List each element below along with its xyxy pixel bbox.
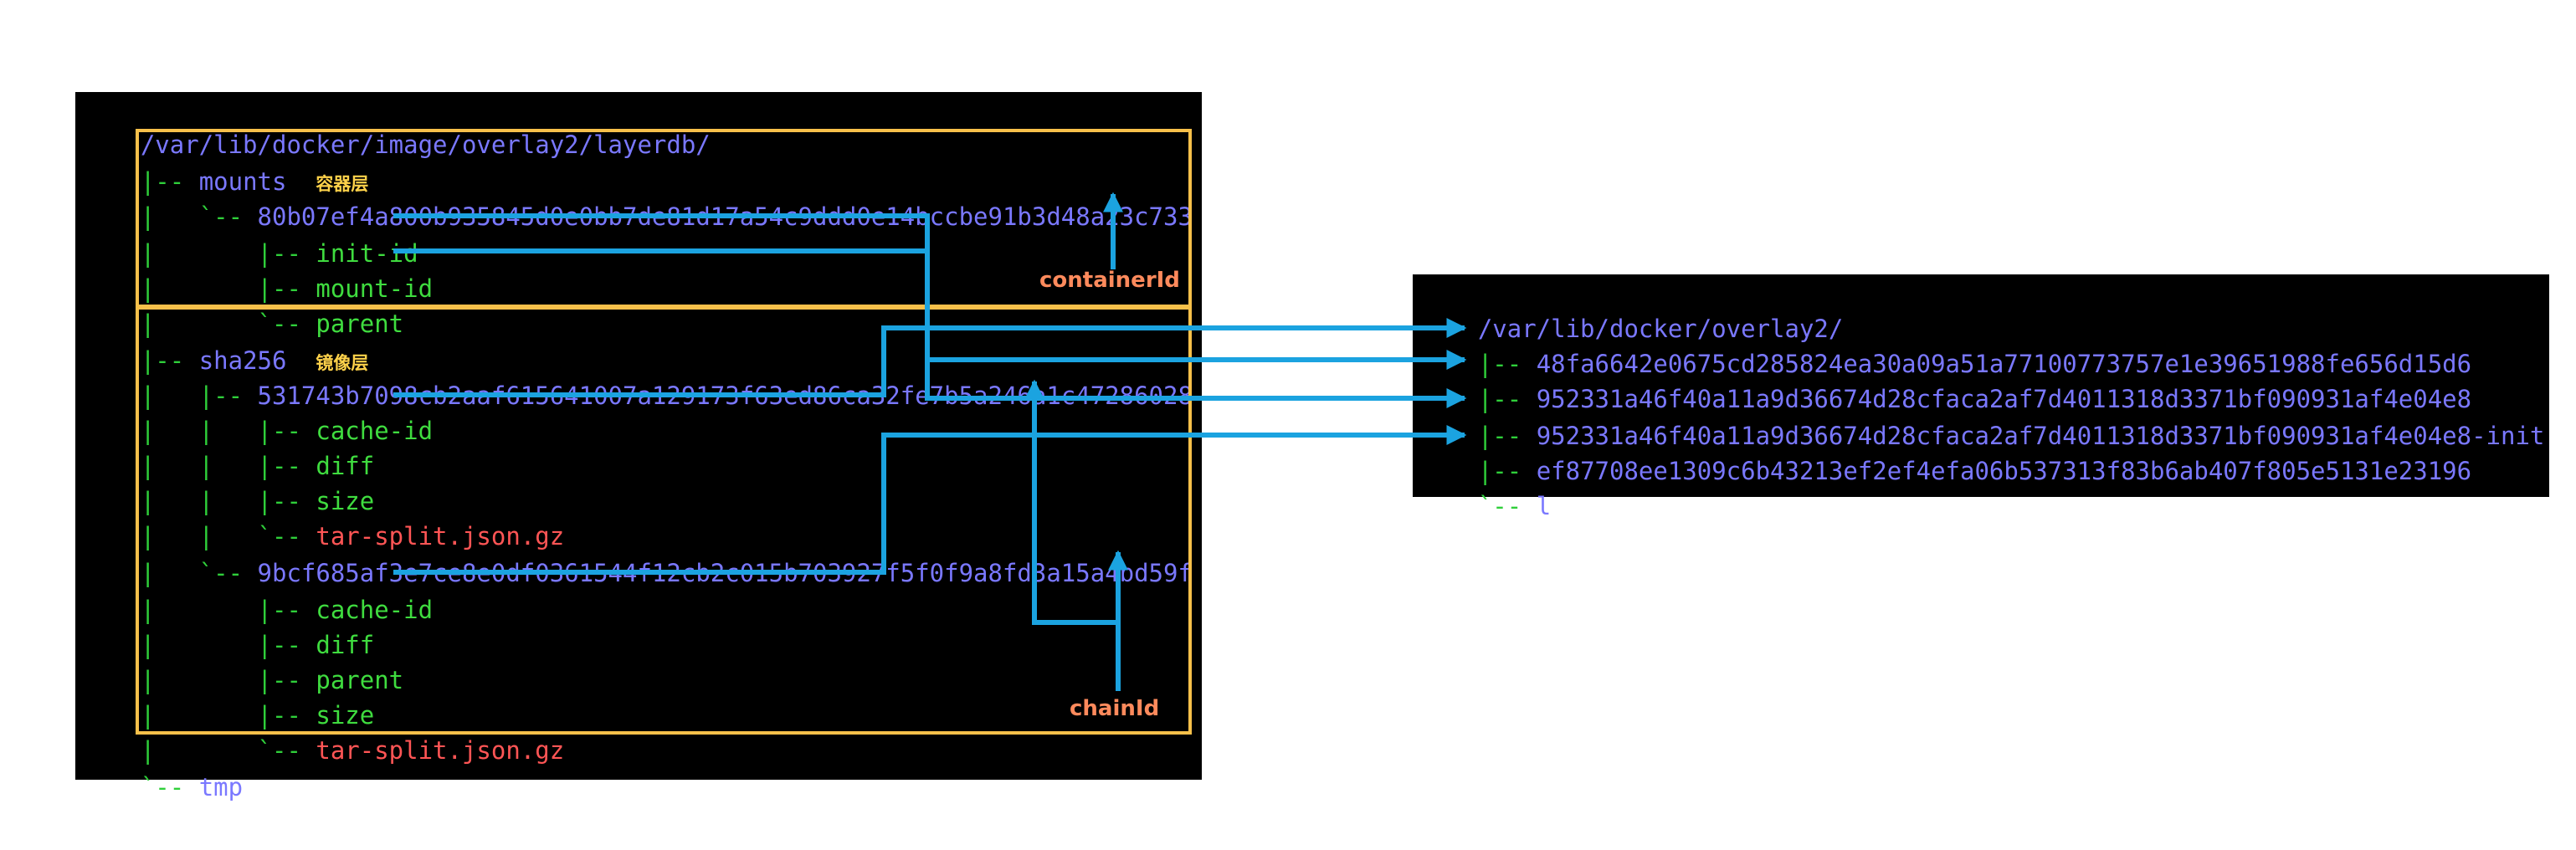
tree-prefix: | `-- xyxy=(140,310,316,338)
overlay2-entry-4: ef87708ee1309c6b43213ef2ef4efa06b537313f… xyxy=(1536,457,2472,485)
tree-prefix: |-- xyxy=(140,167,199,196)
overlay2-entry-2-line: |-- 952331a46f40a11a9d36674d28cfaca2af7d… xyxy=(1419,346,2471,413)
layer2-tar-split-line: | `-- tar-split.json.gz xyxy=(82,698,564,765)
chain-id-annotation: chainId xyxy=(1070,696,1160,721)
layer2-diff-line: | |-- diff xyxy=(82,592,374,659)
container-layer-label: 容器层 xyxy=(316,174,369,194)
tree-prefix: | |-- xyxy=(140,701,316,730)
tree-prefix: | `-- xyxy=(140,202,258,231)
image-layer-label: 镜像层 xyxy=(316,353,369,373)
mounts-parent-line: | `-- parent xyxy=(82,271,403,338)
overlay2-entry-3: 952331a46f40a11a9d36674d28cfaca2af7d4011… xyxy=(1536,422,2545,450)
layer1-diff-line: | | |-- diff xyxy=(82,413,374,480)
image-layer-box xyxy=(136,306,1192,735)
tree-prefix: |-- xyxy=(1477,385,1537,413)
tree-prefix: | |-- xyxy=(140,596,316,624)
tree-prefix: |-- xyxy=(140,346,199,375)
tree-prefix: | |-- xyxy=(140,381,258,410)
layer2-size-line: | |-- size xyxy=(82,663,374,730)
overlay2-root-path: /var/lib/docker/overlay2/ xyxy=(1419,276,1844,343)
mounts-parent-file: parent xyxy=(316,310,404,338)
overlay2-entry-2: 952331a46f40a11a9d36674d28cfaca2af7d4011… xyxy=(1536,385,2472,413)
sha256-line: |-- sha256 镜像层 xyxy=(82,308,369,375)
sha256-dir: sha256 xyxy=(198,346,287,375)
tree-prefix: | `-- xyxy=(140,559,258,587)
overlay2-entry-5-line: `-- l xyxy=(1419,453,1551,520)
layerdb-root-path: /var/lib/docker/image/overlay2/layerdb/ xyxy=(82,92,711,159)
tree-prefix: | | |-- xyxy=(140,487,316,515)
tree-prefix: |-- xyxy=(1477,350,1537,378)
layer2-size-file: size xyxy=(316,701,375,730)
overlay2-entry-4-line: |-- ef87708ee1309c6b43213ef2ef4efa06b537… xyxy=(1419,418,2471,485)
mounts-line: |-- mounts 容器层 xyxy=(82,129,369,196)
tree-prefix: | `-- xyxy=(140,736,316,765)
tree-prefix: | | |-- xyxy=(140,452,316,480)
tmp-dir: tmp xyxy=(198,773,244,801)
tree-prefix: |-- xyxy=(1477,422,1537,450)
tree-prefix: | |-- xyxy=(140,666,316,694)
layer2-cache-id-file: cache-id xyxy=(316,596,434,624)
layer2-diff-file: diff xyxy=(316,631,375,659)
layer1-size-line: | | |-- size xyxy=(82,448,374,515)
tree-prefix: | |-- xyxy=(140,274,316,303)
layer2-tar-split-file: tar-split.json.gz xyxy=(316,736,565,765)
tmp-line: `-- tmp xyxy=(82,735,243,801)
layer2-parent-line: | |-- parent xyxy=(82,627,403,694)
layer2-cache-id-line: | |-- cache-id xyxy=(82,557,433,624)
tree-prefix: | | |-- xyxy=(140,417,316,445)
mounts-dir: mounts xyxy=(198,167,287,196)
container-id-annotation: containerId xyxy=(1039,268,1180,293)
overlay2-entry-1-line: |-- 48fa6642e0675cd285824ea30a09a51a7710… xyxy=(1419,311,2471,378)
layerdb-root-text: /var/lib/docker/image/overlay2/layerdb/ xyxy=(140,131,711,159)
layerdb-terminal-panel: /var/lib/docker/image/overlay2/layerdb/ … xyxy=(75,92,1202,801)
tree-prefix: `-- xyxy=(140,773,199,801)
layer2-parent-file: parent xyxy=(316,666,404,694)
tree-prefix: | |-- xyxy=(140,239,316,268)
overlay2-entry-1: 48fa6642e0675cd285824ea30a09a51a77100773… xyxy=(1536,350,2472,378)
layer1-diff-file: diff xyxy=(316,452,375,480)
overlay2-entry-3-line: |-- 952331a46f40a11a9d36674d28cfaca2af7d… xyxy=(1419,383,2545,450)
container-layer-box xyxy=(136,129,1192,308)
overlay2-terminal-panel: /var/lib/docker/overlay2/ |-- 48fa6642e0… xyxy=(1413,274,2549,520)
tree-prefix: |-- xyxy=(1477,457,1537,485)
tree-prefix: | |-- xyxy=(140,631,316,659)
overlay2-root-text: /var/lib/docker/overlay2/ xyxy=(1477,315,1844,343)
layer1-size-file: size xyxy=(316,487,375,515)
tree-prefix: | | `-- xyxy=(140,522,316,550)
overlay2-entry-5: l xyxy=(1536,492,1552,520)
tree-prefix: `-- xyxy=(1477,492,1537,520)
